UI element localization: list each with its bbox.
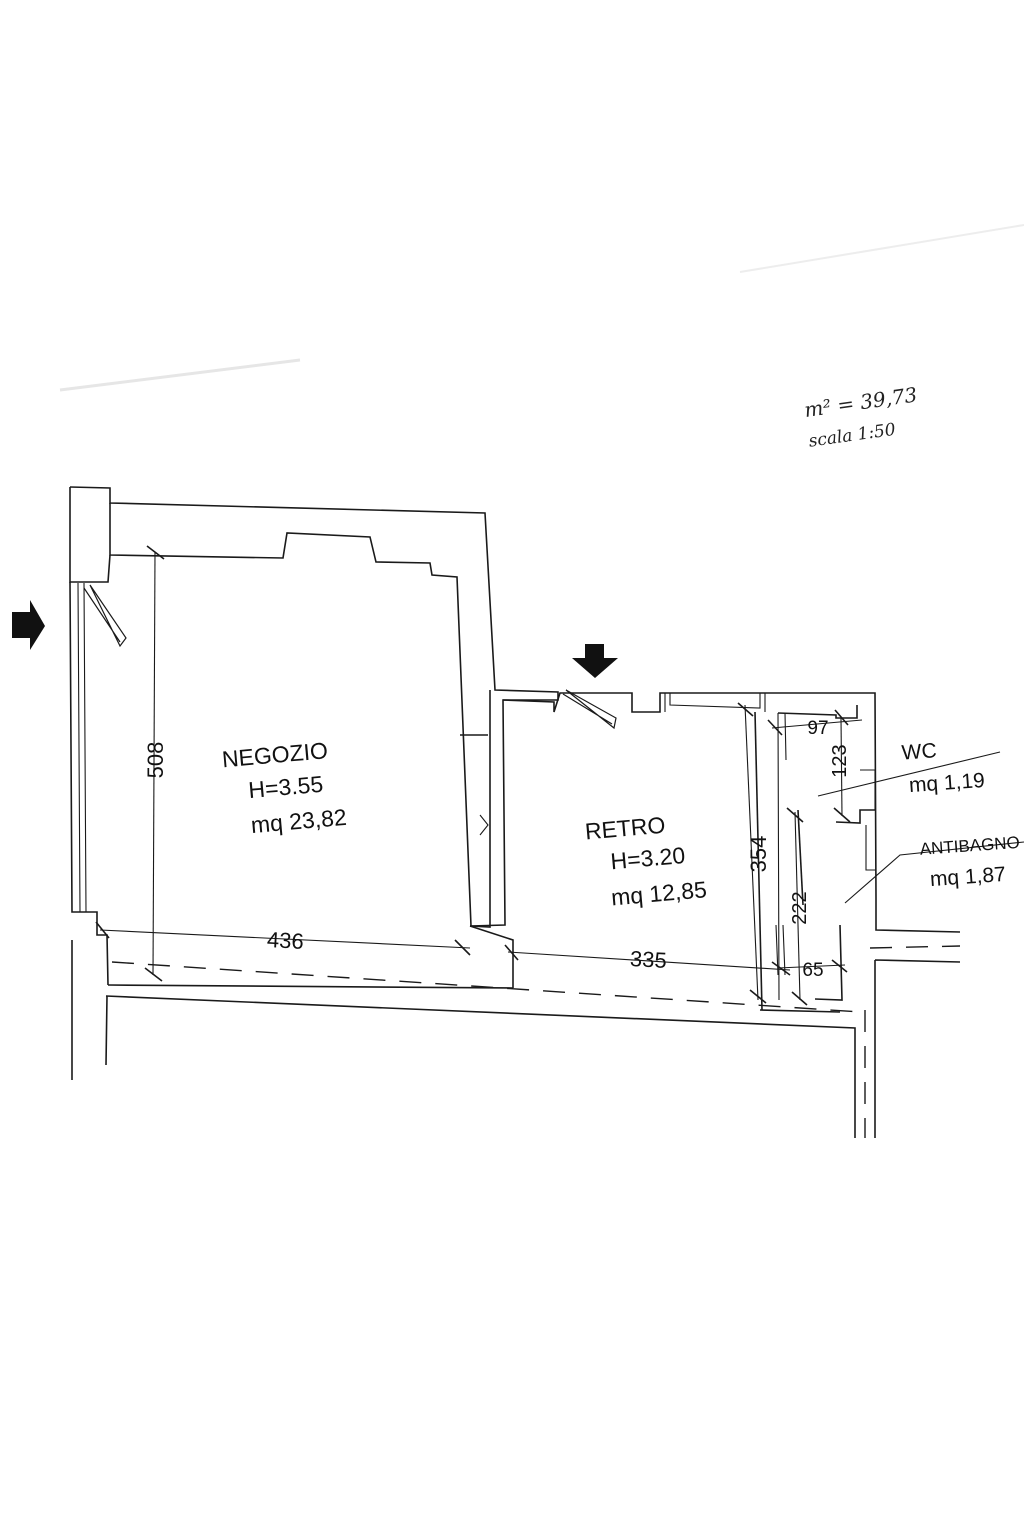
room-name: RETRO bbox=[584, 812, 666, 845]
door-swing-negozio-icon bbox=[83, 584, 127, 648]
negozio-walls bbox=[69, 486, 559, 986]
room-label-retro: RETRO H=3.20 mq 12,85 bbox=[584, 812, 708, 911]
entrance-arrow-top-icon bbox=[572, 644, 618, 678]
room-name: NEGOZIO bbox=[221, 737, 329, 772]
entrance-arrow-left-icon bbox=[12, 600, 45, 650]
door-swing-retro-icon bbox=[562, 689, 617, 730]
room-height: H=3.55 bbox=[247, 771, 324, 803]
room-height: H=3.20 bbox=[609, 842, 686, 874]
handwritten-notes: m² = 39,73 scala 1:50 bbox=[803, 382, 919, 452]
dimension-wc-width: 97 bbox=[807, 718, 828, 739]
room-label-wc: WC mq 1,19 bbox=[901, 739, 986, 797]
dimension-retro-width: 335 bbox=[629, 946, 667, 973]
door-opening-marker-icon bbox=[479, 814, 489, 836]
dimension-negozio-height: 508 bbox=[143, 742, 168, 779]
room-area: mq 1,87 bbox=[929, 863, 1006, 891]
scan-artifact bbox=[59, 358, 301, 392]
scan-artifact bbox=[739, 224, 1024, 273]
room-name: ANTIBAGNO bbox=[919, 833, 1020, 859]
scale-note: scala 1:50 bbox=[807, 420, 897, 452]
room-name: WC bbox=[901, 739, 938, 764]
dimension-antibagno-height: 222 bbox=[789, 891, 811, 924]
dimension-negozio-width: 436 bbox=[266, 927, 304, 954]
dimension-lines bbox=[95, 545, 1024, 1006]
corridor-lines bbox=[71, 925, 961, 1138]
room-label-negozio: NEGOZIO H=3.55 mq 23,82 bbox=[221, 737, 348, 838]
dimension-wc-height: 123 bbox=[829, 744, 851, 777]
dimension-antibagno-width: 65 bbox=[802, 960, 823, 981]
retro-walls bbox=[502, 692, 961, 1011]
dimension-retro-height: 354 bbox=[746, 836, 771, 873]
total-area-note: m² = 39,73 bbox=[803, 382, 919, 422]
room-area: mq 1,19 bbox=[908, 769, 985, 797]
room-area: mq 12,85 bbox=[610, 876, 708, 910]
room-label-antibagno: ANTIBAGNO mq 1,87 bbox=[919, 833, 1020, 891]
room-area: mq 23,82 bbox=[250, 804, 348, 838]
